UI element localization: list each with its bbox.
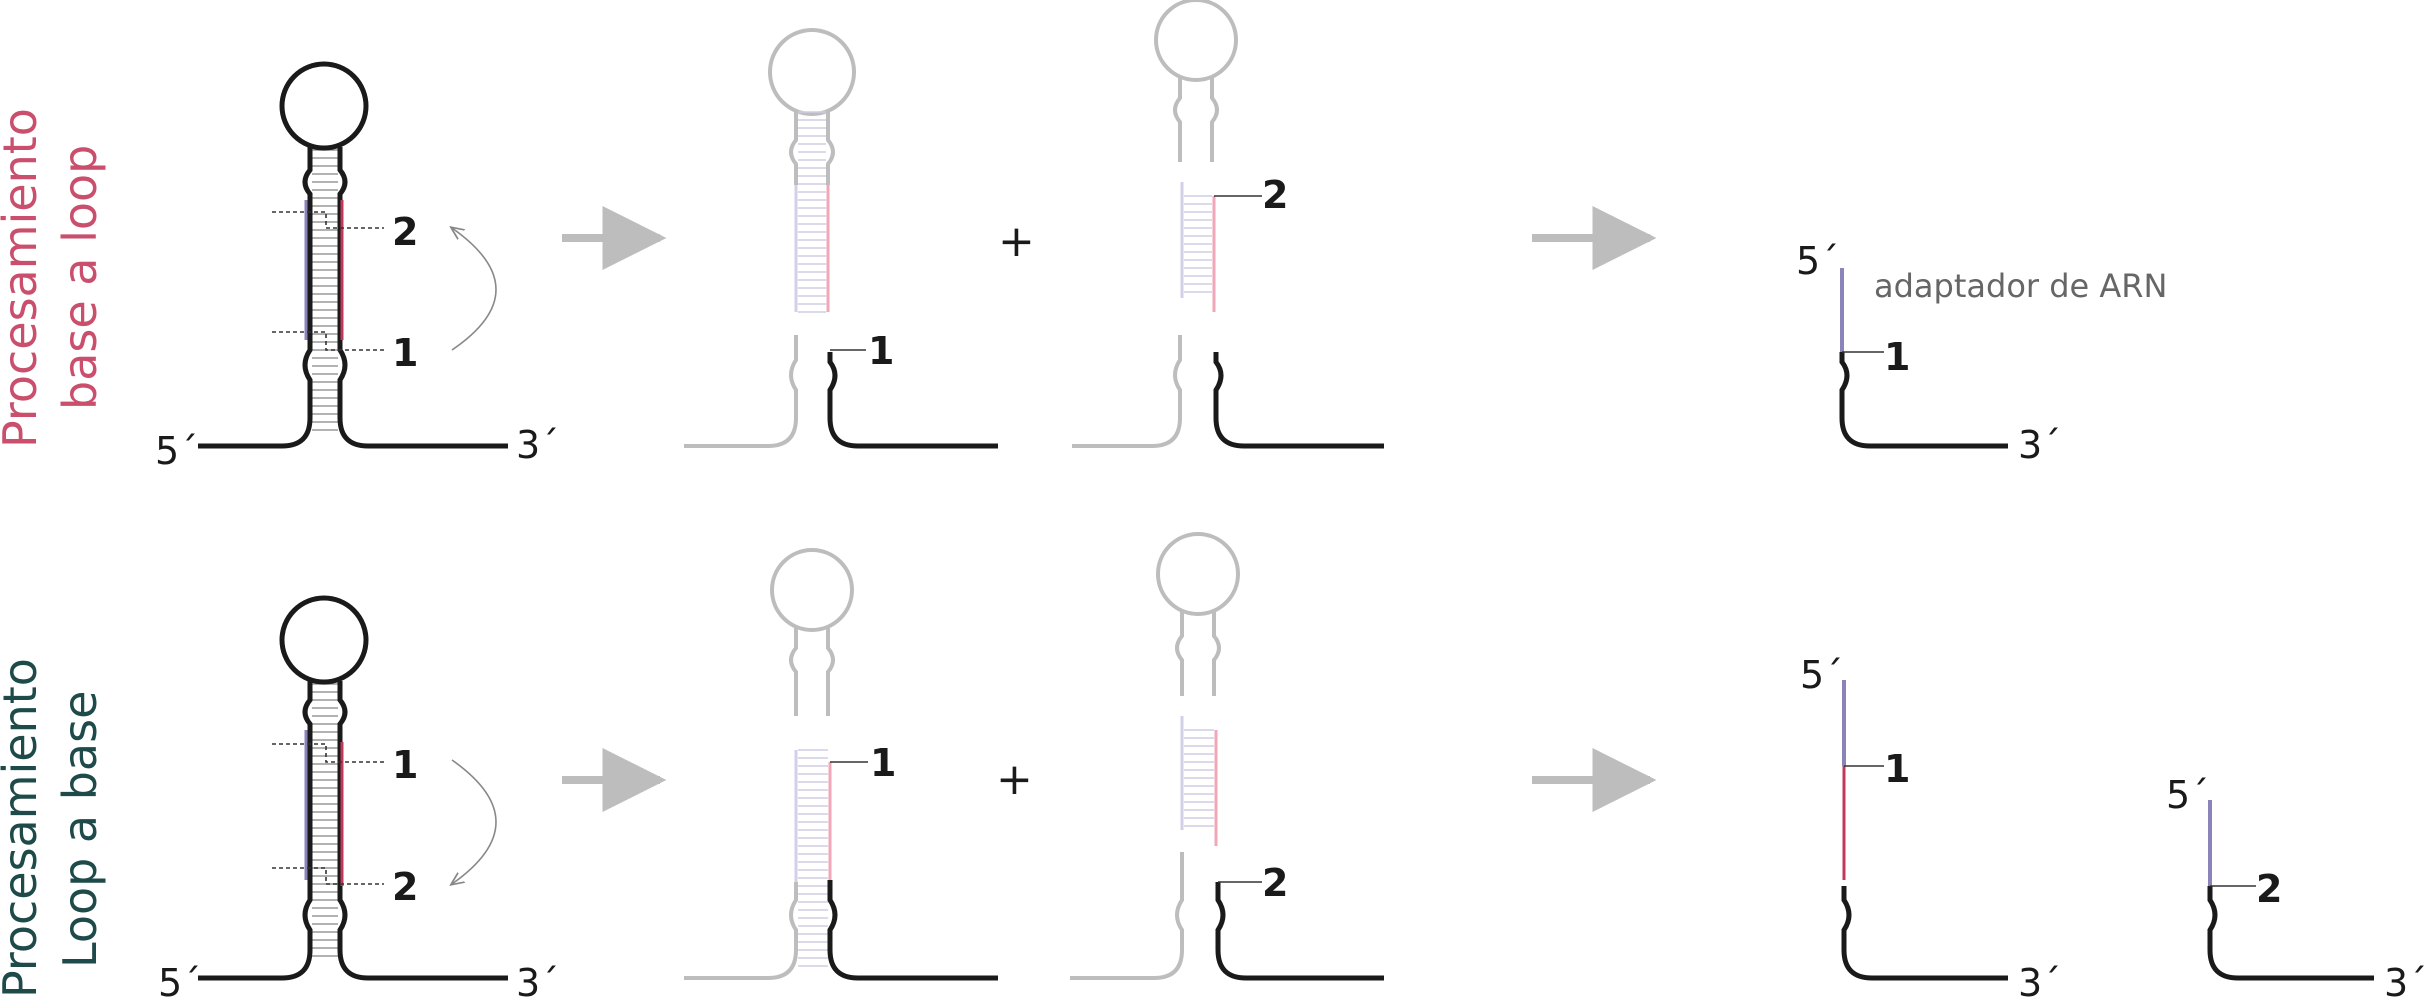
top-fragment-a: 1 xyxy=(684,28,998,449)
bottom-frag-b-basepairs xyxy=(1184,729,1214,827)
top-frag-b-loop xyxy=(1154,0,1238,82)
bottom-side-title: Procesamiento Loop a base xyxy=(0,658,107,998)
bottom-frag-b-label: 2 xyxy=(1262,861,1288,905)
bottom-cut-guide-lower xyxy=(272,867,384,885)
bottom-result2-prime5: 5´ xyxy=(2166,773,2209,817)
bottom-prime5: 5´ xyxy=(158,961,201,998)
top-result-prime5: 5´ xyxy=(1796,239,1839,283)
top-cut-guide-upper xyxy=(272,211,384,229)
bottom-cut-label-upper: 1 xyxy=(392,743,418,787)
bottom-result1-prime5: 5´ xyxy=(1800,653,1843,697)
top-frag-b-basepairs xyxy=(1184,195,1212,293)
top-title-line1: Procesamiento xyxy=(0,108,47,448)
bottom-cut-guide-upper xyxy=(272,743,384,763)
top-title-line2: base a loop xyxy=(53,145,107,410)
bottom-result2-label: 2 xyxy=(2256,867,2282,911)
top-cut-guide-lower xyxy=(272,331,384,351)
bottom-result-1: 5´ 1 3´ xyxy=(1800,653,2061,998)
top-hairpin-basepairs xyxy=(312,149,338,431)
top-result-prime3: 3´ xyxy=(2018,423,2061,467)
top-hairpin-loop xyxy=(279,61,369,151)
top-frag-a-label: 1 xyxy=(868,329,894,373)
bottom-hairpin-basepairs xyxy=(312,683,338,957)
top-result: 5´ 1 3´ adaptador de ARN xyxy=(1796,239,2167,467)
top-frag-a-5prime-arm xyxy=(684,335,798,448)
bottom-order-arrow xyxy=(452,759,497,884)
top-fragment-b: 2 xyxy=(1072,0,1384,449)
bottom-hairpin-right-strand xyxy=(337,681,508,981)
bottom-plus: + xyxy=(996,754,1033,805)
bottom-fragment-a: 1 xyxy=(684,548,998,981)
top-frag-a-basepairs xyxy=(798,111,826,313)
top-frag-a-3prime-arm xyxy=(827,352,998,449)
top-cut-label-upper: 2 xyxy=(392,210,418,254)
top-hairpin: 2 1 5´ 3´ xyxy=(155,61,559,473)
bottom-title-line1: Procesamiento xyxy=(0,658,47,998)
bottom-frag-a-basepairs xyxy=(798,749,828,967)
bottom-hairpin-left-strand xyxy=(198,681,313,981)
top-frag-a-loop xyxy=(768,28,856,116)
top-hairpin-right-strand xyxy=(337,147,508,449)
top-frag-b-label: 2 xyxy=(1262,173,1288,217)
top-frag-b-3prime-arm xyxy=(1213,352,1384,449)
bottom-title-line2: Loop a base xyxy=(53,691,107,968)
top-prime5: 5´ xyxy=(155,429,198,473)
bottom-prime3: 3´ xyxy=(516,961,559,998)
top-side-title: Procesamiento base a loop xyxy=(0,108,107,448)
adapter-label: adaptador de ARN xyxy=(1874,267,2167,305)
bottom-result1-label: 1 xyxy=(1884,747,1910,791)
top-prime3: 3´ xyxy=(516,423,559,467)
bottom-frag-a-label: 1 xyxy=(870,741,896,785)
bottom-result2-prime3: 3´ xyxy=(2384,961,2426,998)
bottom-cut-label-lower: 2 xyxy=(392,865,418,909)
top-frag-b-5prime-arm xyxy=(1072,335,1182,448)
bottom-fragment-b: 2 xyxy=(1070,532,1384,981)
bottom-hairpin-loop xyxy=(279,595,369,685)
top-cut-label-lower: 1 xyxy=(392,331,418,375)
bottom-result-2: 5´ 2 3´ xyxy=(2166,773,2426,998)
bottom-hairpin: 1 2 5´ 3´ xyxy=(158,595,559,998)
bottom-result1-prime3: 3´ xyxy=(2018,961,2061,998)
top-result-label: 1 xyxy=(1884,335,1910,379)
top-order-arrow xyxy=(452,228,497,351)
top-result-strand xyxy=(1839,352,2008,449)
top-hairpin-left-strand xyxy=(198,147,313,449)
top-plus: + xyxy=(998,216,1035,267)
